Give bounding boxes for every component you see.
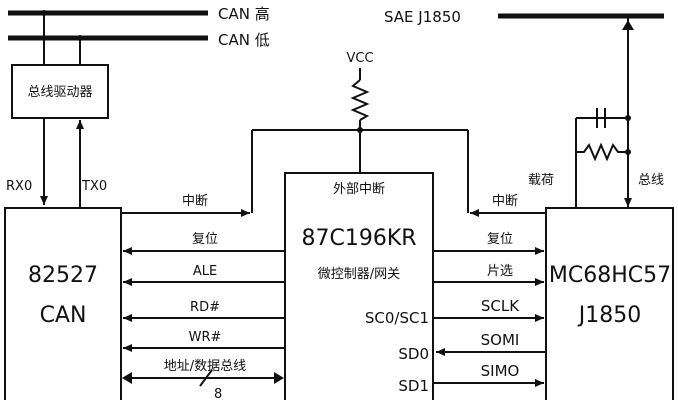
pullup-resistor <box>350 79 370 121</box>
j1850-chip-line1: MC68HC57 <box>549 263 671 288</box>
address-bus-arrow-left <box>122 372 132 384</box>
right-signal-interrupt: 中断 <box>492 194 518 209</box>
left-signal-wr: WR# <box>189 330 222 345</box>
right-signal-simo: SIMO <box>481 362 520 380</box>
sae-bus-label: SAE J1850 <box>384 8 461 26</box>
mcu-top-label: 外部中断 <box>333 182 385 197</box>
j1850-bus-arrow-up <box>622 20 634 30</box>
mcu-name: 87C196KR <box>301 226 416 251</box>
tx-label: TX0 <box>81 179 107 194</box>
bus-width-slash <box>199 369 213 387</box>
bus-label: 总线 <box>638 173 664 188</box>
left-signal-address-data: 地址/数据总线 <box>164 359 246 374</box>
mcu-pin-sc: SC0/SC1 <box>365 309 429 327</box>
right-signal-reset: 复位 <box>487 232 513 247</box>
bus-driver-label: 总线驱动器 <box>27 85 92 100</box>
right-signal-somi: SOMI <box>481 331 520 349</box>
can-high-label: CAN 高 <box>218 5 270 23</box>
load-resistor <box>576 142 628 162</box>
bus-driver-box <box>11 64 109 119</box>
right-signal-chipselect: 片选 <box>487 264 513 279</box>
mcu-subtitle: 微控制器/网关 <box>318 267 400 282</box>
mcu-box <box>284 172 434 400</box>
left-signal-ale: ALE <box>193 264 217 279</box>
left-signal-reset: 复位 <box>192 232 218 247</box>
can-controller-line1: 82527 <box>28 263 98 288</box>
can-low-label: CAN 低 <box>218 31 270 49</box>
j1850-chip-box <box>545 207 674 400</box>
carrier-label: 载荷 <box>528 173 554 188</box>
left-signal-interrupt: 中断 <box>182 194 208 209</box>
vcc-label: VCC <box>346 51 373 66</box>
right-signal-sclk: SCLK <box>481 297 520 315</box>
mcu-pin-sd1: SD1 <box>398 377 429 395</box>
can-controller-line2: CAN <box>40 303 87 328</box>
left-signal-rd: RD# <box>190 300 220 315</box>
j1850-chip-line2: J1850 <box>577 303 641 328</box>
rx-label: RX0 <box>6 179 32 194</box>
mcu-pin-sd0: SD0 <box>398 345 429 363</box>
bus-width-label: 8 <box>214 387 222 400</box>
address-bus-arrow-right <box>274 372 284 384</box>
can-controller-box <box>4 207 122 400</box>
